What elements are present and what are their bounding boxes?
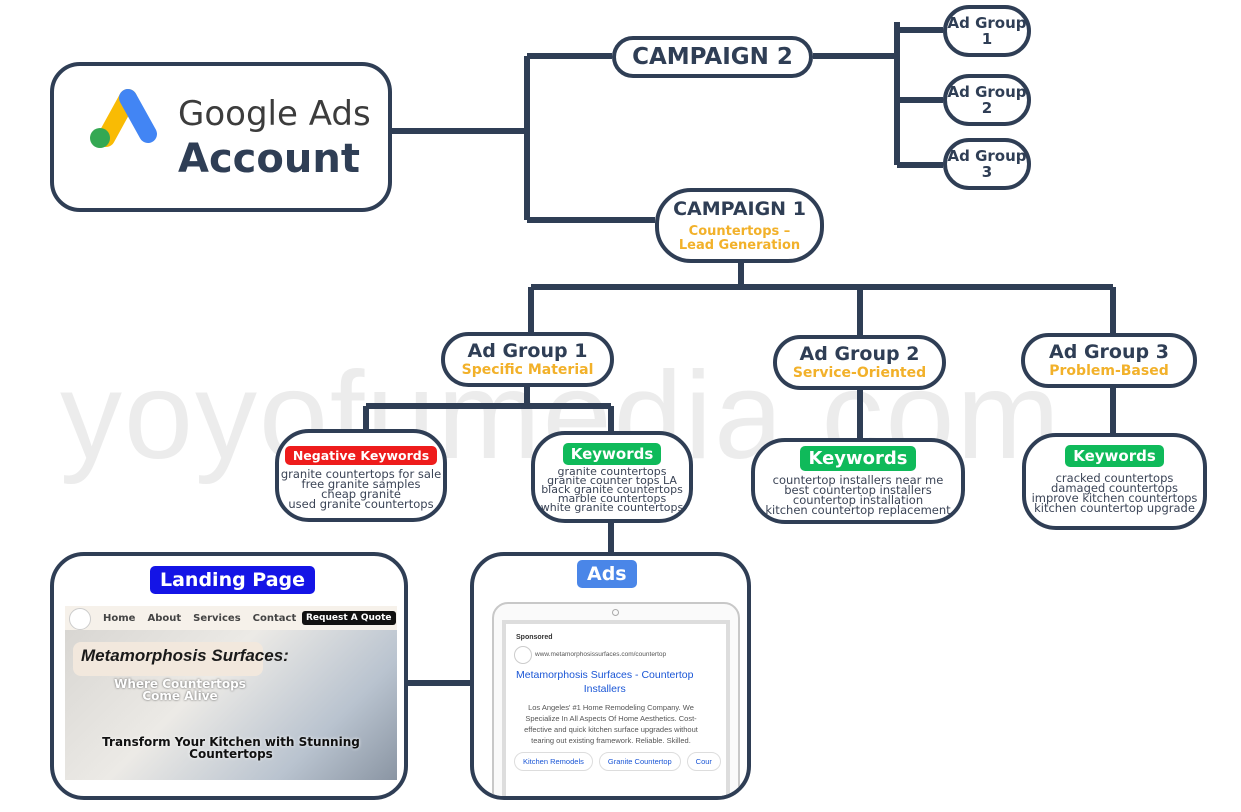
campaign-2-ad-group-3: Ad Group 3 [943,138,1031,190]
ad-description: Los Angeles' #1 Home Remodeling Company.… [524,703,698,745]
campaign-1-node: CAMPAIGN 1 Countertops – Lead Generation [655,188,824,263]
ad-group-label: Ad Group 1 [947,14,1027,48]
keyword: granite countertops [557,465,667,478]
request-quote-button[interactable]: Request A Quote [302,611,396,625]
negative-keywords-tag: Negative Keywords [284,446,438,465]
site-logo-icon [69,608,91,630]
campaign-2-title: CAMPAIGN 2 [632,44,793,70]
hero-tagline: Where Countertops [114,677,246,691]
keyword: countertop installers near me [772,473,944,487]
sponsored-label: Sponsored [516,634,553,641]
ad-group-title: Ad Group 3 [1049,341,1169,363]
keywords-node-2: Keywords countertop installers near me b… [751,438,965,524]
campaign-2-node: CAMPAIGN 2 [612,36,813,78]
ad-headline[interactable]: Installers [583,683,626,695]
hero-subheading: Countertops [189,747,273,761]
advertiser-logo-icon [514,646,532,664]
ad-group-title: Ad Group 2 [799,343,920,365]
ads-tag: Ads [577,560,637,588]
ads-node: Ads Sponsored www.metamorphosissurfaces.… [470,552,751,800]
google-ads-logo-icon [90,89,157,148]
ad-headline[interactable]: Metamorphosis Surfaces - Countertop [516,669,694,681]
keyword: cheap granite [321,487,401,501]
phone-camera-icon [612,609,619,616]
keyword: kitchen countertop replacement [765,503,951,517]
sitelink-chip[interactable]: Kitchen Remodels [514,752,593,771]
keyword: granite counter tops LA [547,474,677,487]
campaign-1-title: CAMPAIGN 1 [673,198,806,220]
ad-group-label: Ad Group 3 [947,147,1027,181]
keywords-tag: Keywords [1065,445,1164,467]
keyword: cracked countertops [1055,471,1174,485]
hero-subheading: Transform Your Kitchen with Stunning [102,735,360,749]
keyword: damaged countertops [1050,481,1178,495]
ad-group-label: Ad Group 2 [947,83,1027,117]
ad-group-1-node: Ad Group 1 Specific Material [441,332,614,387]
google-ads-account-node: Google Ads Account [50,62,392,212]
hero-headline: Metamorphosis Surfaces: [81,646,289,665]
negative-keywords-node: Negative Keywords granite countertops fo… [275,429,447,522]
brand-name: Google Ads [178,94,371,134]
phone-frame: Sponsored www.metamorphosissurfaces.com/… [492,602,740,796]
nav-services[interactable]: Services [193,613,241,624]
campaign-1-subtitle: Lead Generation [678,238,801,253]
ad-group-2-node: Ad Group 2 Service-Oriented [773,335,946,390]
keyword: improve kitchen countertops [1031,491,1198,505]
keywords-tag: Keywords [800,446,916,471]
hero-tagline: Come Alive [142,689,218,703]
campaign-2-ad-group-2: Ad Group 2 [943,74,1031,126]
campaign-2-ad-group-1: Ad Group 1 [943,5,1031,57]
nav-about[interactable]: About [147,613,182,624]
nav-home[interactable]: Home [103,613,136,624]
keyword: black granite countertops [541,483,683,496]
keywords-node-1: Keywords granite countertops granite cou… [531,431,693,523]
keyword: white granite countertops [540,501,684,514]
keyword: countertop installation [792,493,924,507]
keywords-tag: Keywords [562,443,662,465]
ad-display-url[interactable]: www.metamorphosissurfaces.com/countertop [535,651,667,658]
keyword: marble countertops [557,492,667,505]
keyword: granite countertops for sale [280,467,442,481]
ad-group-title: Ad Group 1 [467,340,588,362]
keyword: kitchen countertop upgrade [1034,501,1195,515]
landing-page-screenshot: Home About Services Contact Request A Qu… [65,606,397,780]
landing-page-node: Landing Page Home About Services Contact… [50,552,408,800]
nav-contact[interactable]: Contact [252,613,297,624]
ad-group-subtitle: Specific Material [461,362,594,378]
search-ad-card: Sponsored www.metamorphosissurfaces.com/… [506,624,726,796]
keywords-node-3: Keywords cracked countertops damaged cou… [1022,433,1207,530]
campaign-1-subtitle: Countertops – [688,224,791,239]
keyword: used granite countertops [288,497,434,511]
ad-group-3-node: Ad Group 3 Problem-Based [1021,333,1197,388]
sitelink-chip[interactable]: Cour [686,752,721,771]
landing-page-tag: Landing Page [150,566,316,594]
account-label: Account [178,136,360,182]
ad-group-subtitle: Service-Oriented [792,365,927,381]
sitelink-chip[interactable]: Granite Countertop [598,752,681,771]
keyword: best countertop installers [784,483,932,497]
keyword: free granite samples [301,477,421,491]
ad-group-subtitle: Problem-Based [1049,363,1169,379]
